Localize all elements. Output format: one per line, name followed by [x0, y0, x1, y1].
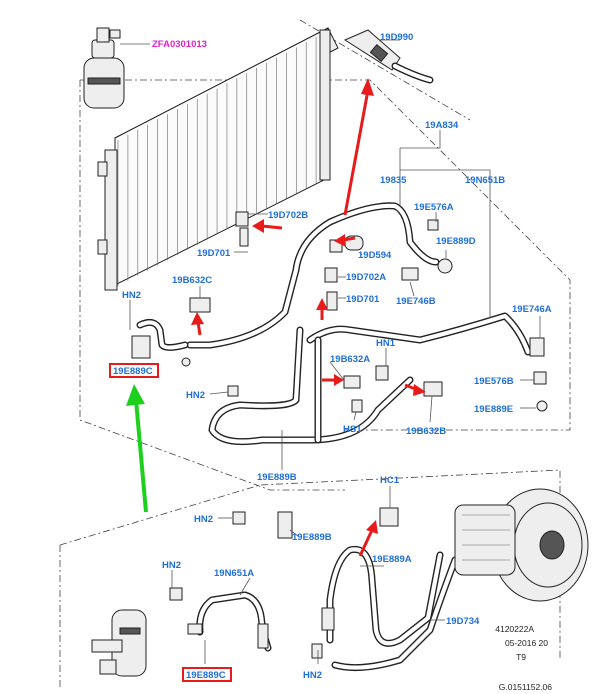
drawing-stamp: 4120222A 05-2016 20 T9 G.0151152.06 [495, 624, 552, 692]
ac-compressor [454, 488, 589, 602]
hose-upper [136, 202, 532, 356]
callout-19e889e: 19E889E [474, 404, 513, 415]
red-arrows [191, 78, 426, 557]
pressure-sensor [343, 29, 434, 84]
green-arrow [126, 384, 148, 513]
leader-lines [129, 39, 541, 664]
callout-19a834: 19A834 [425, 120, 459, 131]
highlight-box-19e889c-bottom [182, 667, 232, 682]
hose-lower [196, 545, 459, 672]
receiver-drier [91, 609, 147, 677]
callout-19d990: 19D990 [380, 32, 413, 43]
callout-19e576b: 19E576B [474, 376, 514, 387]
condenser [97, 27, 339, 291]
stamp-line-2: 05-2016 20 [505, 638, 548, 648]
callout-19e576a: 19E576A [414, 202, 454, 213]
callout-19d702a: 19D702A [346, 272, 386, 283]
callout-hn2-bottom-left: HN2 [162, 560, 181, 571]
callout-19e889a: 19E889A [372, 554, 412, 565]
callout-19n651b: 19N651B [465, 175, 505, 186]
callout-19d701-top: 19D701 [197, 248, 231, 259]
callout-hs1: HS1 [343, 424, 362, 435]
callout-19d734: 19D734 [446, 616, 480, 627]
callout-19e889b-top: 19E889B [257, 472, 297, 483]
fittings [131, 211, 548, 659]
callout-19d702b: 19D702B [268, 210, 308, 221]
stamp-line-4: G.0151152.06 [499, 682, 553, 692]
callout-hn2-lower: HN2 [194, 514, 213, 525]
callout-hn1: HN1 [376, 338, 396, 349]
callout-19b632c: 19B632C [172, 275, 212, 286]
callout-hn2-bottom: HN2 [303, 670, 322, 681]
callout-19e746a: 19E746A [512, 304, 552, 315]
callout-19835: 19835 [380, 175, 407, 186]
callout-hc1: HC1 [380, 475, 400, 486]
hose-middle [208, 326, 414, 446]
callout-19e889c-bottom: 19E889C [186, 670, 226, 681]
callout-19b632b: 19B632B [406, 426, 446, 437]
callout-19e889b-low: 19E889B [292, 532, 332, 543]
stamp-line-1: 4120222A [495, 624, 534, 634]
callout-hn2-left: HN2 [122, 290, 141, 301]
callout-hn2-mid: HN2 [186, 390, 205, 401]
callout-19d701-mid: 19D701 [346, 294, 380, 305]
callout-19e889c-top: 19E889C [113, 366, 153, 377]
callout-19d594: 19D594 [358, 250, 392, 261]
callout-19e746b: 19E746B [396, 296, 436, 307]
refrigerant-cylinder [83, 27, 150, 109]
callout-19n651a: 19N651A [214, 568, 254, 579]
callout-zfa0301013: ZFA0301013 [152, 39, 207, 50]
callout-19b632a: 19B632A [330, 354, 370, 365]
highlight-box-19e889c-top [109, 363, 159, 378]
stamp-line-3: T9 [516, 652, 526, 662]
callout-19e889d: 19E889D [436, 236, 476, 247]
callout-labels: ZFA0301013 19D990 19A834 19835 19N651B 1… [113, 32, 552, 681]
